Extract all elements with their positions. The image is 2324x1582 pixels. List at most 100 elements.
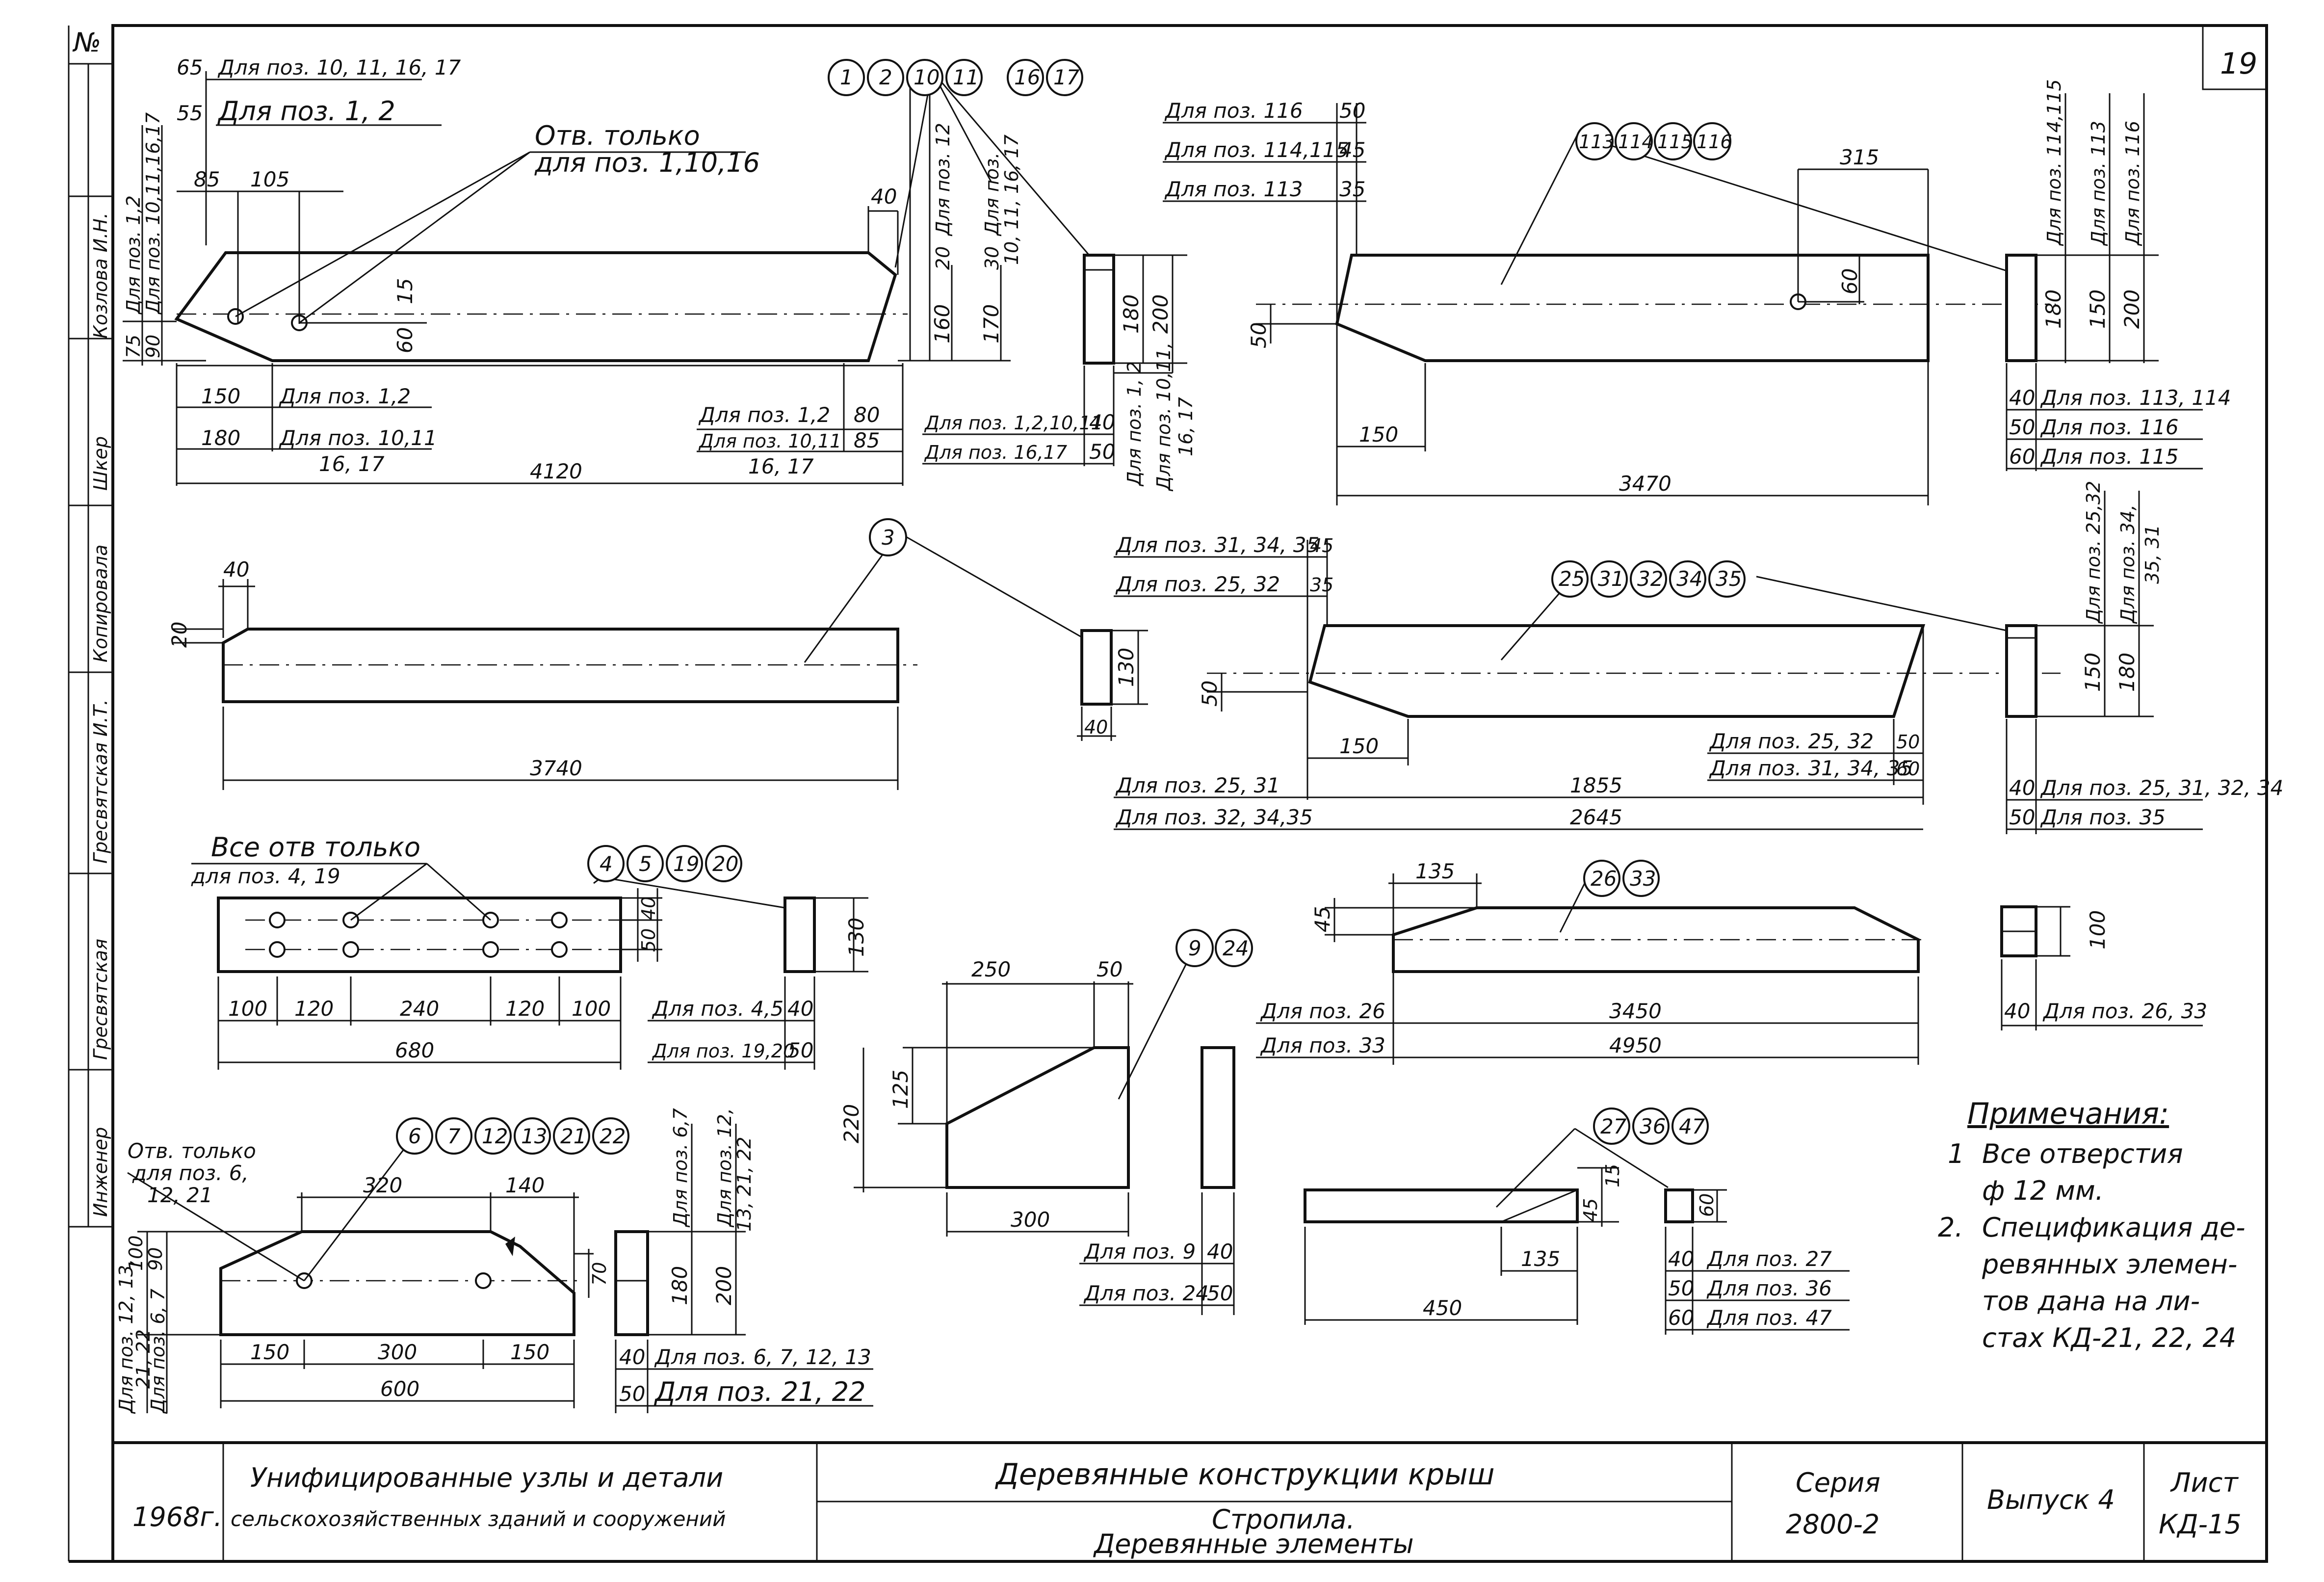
sec-1-180: 180 [1119, 294, 1143, 334]
p6-l-note-3: Для поз. 6, 7 [147, 1289, 169, 1414]
sec-1-w50: 50 [1089, 440, 1115, 464]
part-9-section [1201, 1046, 1235, 1189]
dim-150-note: Для поз. 1,2 [279, 384, 411, 408]
p6-b150a: 150 [250, 1340, 289, 1364]
p27-w60-note: Для поз. 47 [1706, 1306, 1832, 1330]
part-4-bubble-1: 4 [600, 852, 613, 876]
title-subject-1: Унифицированные узлы и детали [250, 1462, 723, 1493]
p25-b1: 1855 [1570, 773, 1622, 797]
part-26-group [1256, 873, 1923, 1065]
p113-w40: 40 [2009, 386, 2035, 410]
p4-sec-130: 130 [844, 918, 868, 957]
part-113-group [1163, 103, 2056, 505]
p3-sec-40: 40 [1084, 716, 1108, 738]
note-2-line-1: Спецификация де- [1982, 1212, 2246, 1243]
p26-n33: Для поз. 33 [1260, 1033, 1385, 1057]
sec-1-v-note-2: Для поз. 10,11, [1153, 343, 1175, 492]
hole [342, 941, 359, 958]
dim-180-note: Для поз. 10,11 [279, 426, 437, 450]
part-6-bubble-5: 21 [560, 1124, 586, 1148]
note-1-line-1: Все отверстия [1982, 1138, 2183, 1169]
note-1-line-2: ф 12 мм. [1982, 1175, 2104, 1206]
dim-r-note-3: 10, 11, 16, 17 [1001, 134, 1022, 265]
p6-note-1: Отв. только [128, 1139, 256, 1163]
p6-b150b: 150 [510, 1340, 549, 1364]
dim-170: 170 [979, 304, 1003, 343]
part-6-beam [219, 1230, 575, 1336]
part-1-hole-note: Отв. только [535, 120, 700, 151]
sec-1-w40-note: Для поз. 1,2,10,11 [924, 412, 1103, 434]
part-27-group [1304, 1128, 1669, 1325]
p113-n116: Для поз. 116 [1164, 99, 1303, 123]
hole [551, 941, 568, 958]
dim-85-note-2: 16, 17 [748, 454, 814, 478]
part-113-section [2005, 254, 2037, 362]
part-1-hole-note-2: для поз. 1,10,16 [534, 147, 760, 178]
part-1-bubble-1: 1 [840, 65, 853, 89]
p6-d90: 90 [145, 1247, 166, 1271]
dim-105: 105 [250, 167, 289, 191]
p6-w50-note: Для поз. 21, 22 [654, 1376, 866, 1407]
p3-sec-130: 130 [1114, 648, 1138, 687]
p25-sec-n2: Для поз. 34, [2117, 504, 2139, 624]
p4-d100b: 100 [572, 997, 611, 1021]
part-4-bubble-2: 5 [639, 852, 652, 876]
part-1-group [123, 71, 1090, 486]
title-main: Деревянные конструкции крыш [994, 1457, 1495, 1492]
p3-d20: 20 [167, 622, 191, 648]
part-3-bubble-circle [869, 518, 907, 556]
p9-d220: 220 [839, 1104, 863, 1143]
p27-w50: 50 [1668, 1276, 1694, 1300]
part-6-bubble-1: 6 [408, 1124, 421, 1148]
p25-v35: 35 [1310, 574, 1333, 596]
hole [551, 912, 568, 928]
part-113-bubbles: 113 114 115 116 [1575, 122, 1732, 160]
sec-1-w40: 40 [1089, 410, 1115, 434]
p6-sec-n2: Для поз. 12, [714, 1108, 735, 1228]
p25-w50-note: Для поз. 35 [2040, 805, 2166, 829]
p25-v45: 45 [1310, 535, 1333, 556]
p6-w40-note: Для поз. 6, 7, 12, 13 [654, 1345, 871, 1369]
p6-note-3: 12, 21 [147, 1183, 213, 1207]
p4-v50: 50 [638, 928, 659, 952]
part-9-bubble-circle-2 [1215, 929, 1253, 967]
part-25-bubble-2: 31 [1598, 567, 1624, 591]
hole [475, 1272, 492, 1289]
p4-d120b: 120 [505, 997, 545, 1021]
p6-total: 600 [380, 1377, 419, 1401]
note-2-line-3: тов дана на ли- [1982, 1286, 2200, 1317]
dim-20: 20 [932, 246, 954, 270]
p4-total: 680 [395, 1038, 434, 1062]
part-6-section [614, 1230, 649, 1336]
side-name-2: Шкер [90, 436, 111, 491]
part-25-beam [1308, 624, 1926, 718]
part-3-bubble: 3 [882, 526, 895, 550]
p25-b2-note: Для поз. 32, 34,35 [1115, 805, 1313, 829]
part-6-bubble-2: 7 [447, 1124, 461, 1148]
part-25-bubble-5: 35 [1716, 567, 1742, 591]
part-1-bubble-6: 17 [1053, 65, 1080, 89]
part-6-bubble-3: 12 [482, 1124, 508, 1148]
p26-n26: Для поз. 26 [1260, 999, 1385, 1023]
issue-label: Выпуск 4 [1987, 1484, 2115, 1515]
p6-d70: 70 [589, 1262, 610, 1286]
p4-w40-note: Для поз. 4,5 [652, 997, 783, 1021]
part-1-beam [174, 251, 897, 362]
dim-85-note: Для поз. 10,11 [698, 430, 841, 452]
part-25-section [2005, 624, 2037, 718]
part-1-bubble-5: 16 [1014, 65, 1040, 89]
part-113-bubble-4: 116 [1697, 131, 1732, 153]
page-number: 19 [2220, 47, 2257, 81]
side-name-5: Гресвятская [90, 939, 111, 1060]
p4-v40: 40 [638, 896, 659, 920]
p27-d135: 135 [1521, 1247, 1560, 1271]
part-9-bubble-circle-1 [1175, 929, 1214, 967]
p113-total: 3470 [1619, 472, 1671, 496]
p4-note-2: для поз. 4, 19 [191, 864, 340, 888]
p9-n24: Для поз. 24 [1083, 1281, 1209, 1305]
dim-65: 65 [177, 55, 203, 79]
sheet-label: Лист [2170, 1467, 2239, 1498]
part-4-bubble-3: 19 [673, 852, 699, 876]
p27-w40: 40 [1668, 1247, 1694, 1271]
p4-d100a: 100 [228, 997, 267, 1021]
